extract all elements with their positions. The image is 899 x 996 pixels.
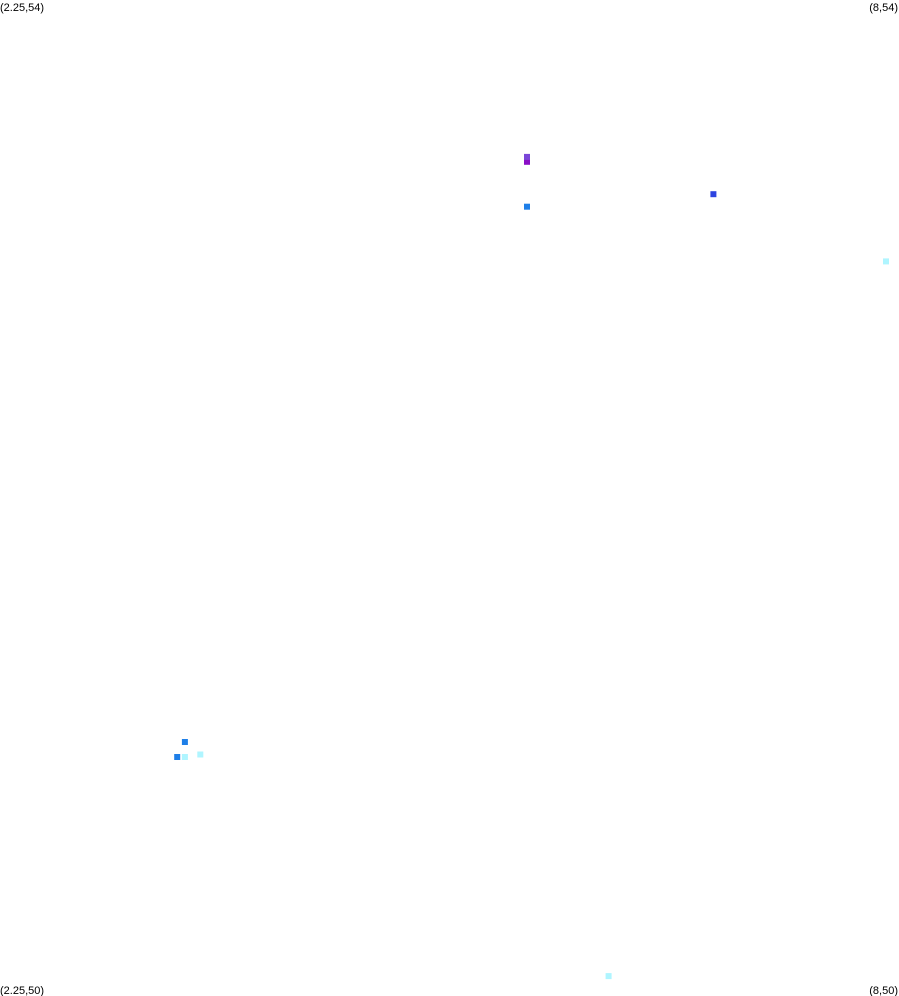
data-points — [174, 153, 889, 980]
scatter-point-6 — [181, 739, 188, 745]
scatter-point-9 — [605, 973, 612, 980]
corner-label-top-right: (8,54) — [869, 2, 898, 14]
scatter-point-3 — [524, 153, 530, 160]
corner-label-bottom-left: (2.25,50) — [0, 985, 44, 996]
scatter-point-0 — [710, 191, 717, 198]
scatter-point-1 — [524, 203, 530, 210]
scatter-point-2 — [524, 158, 530, 165]
scatter-point-8 — [197, 751, 204, 758]
scatter-point-5 — [174, 754, 181, 760]
scatter-point-7 — [181, 754, 188, 760]
scatter-point-4 — [883, 258, 889, 265]
corner-label-top-left: (2.25,54) — [0, 2, 44, 14]
corner-label-bottom-right: (8,50) — [869, 985, 898, 996]
